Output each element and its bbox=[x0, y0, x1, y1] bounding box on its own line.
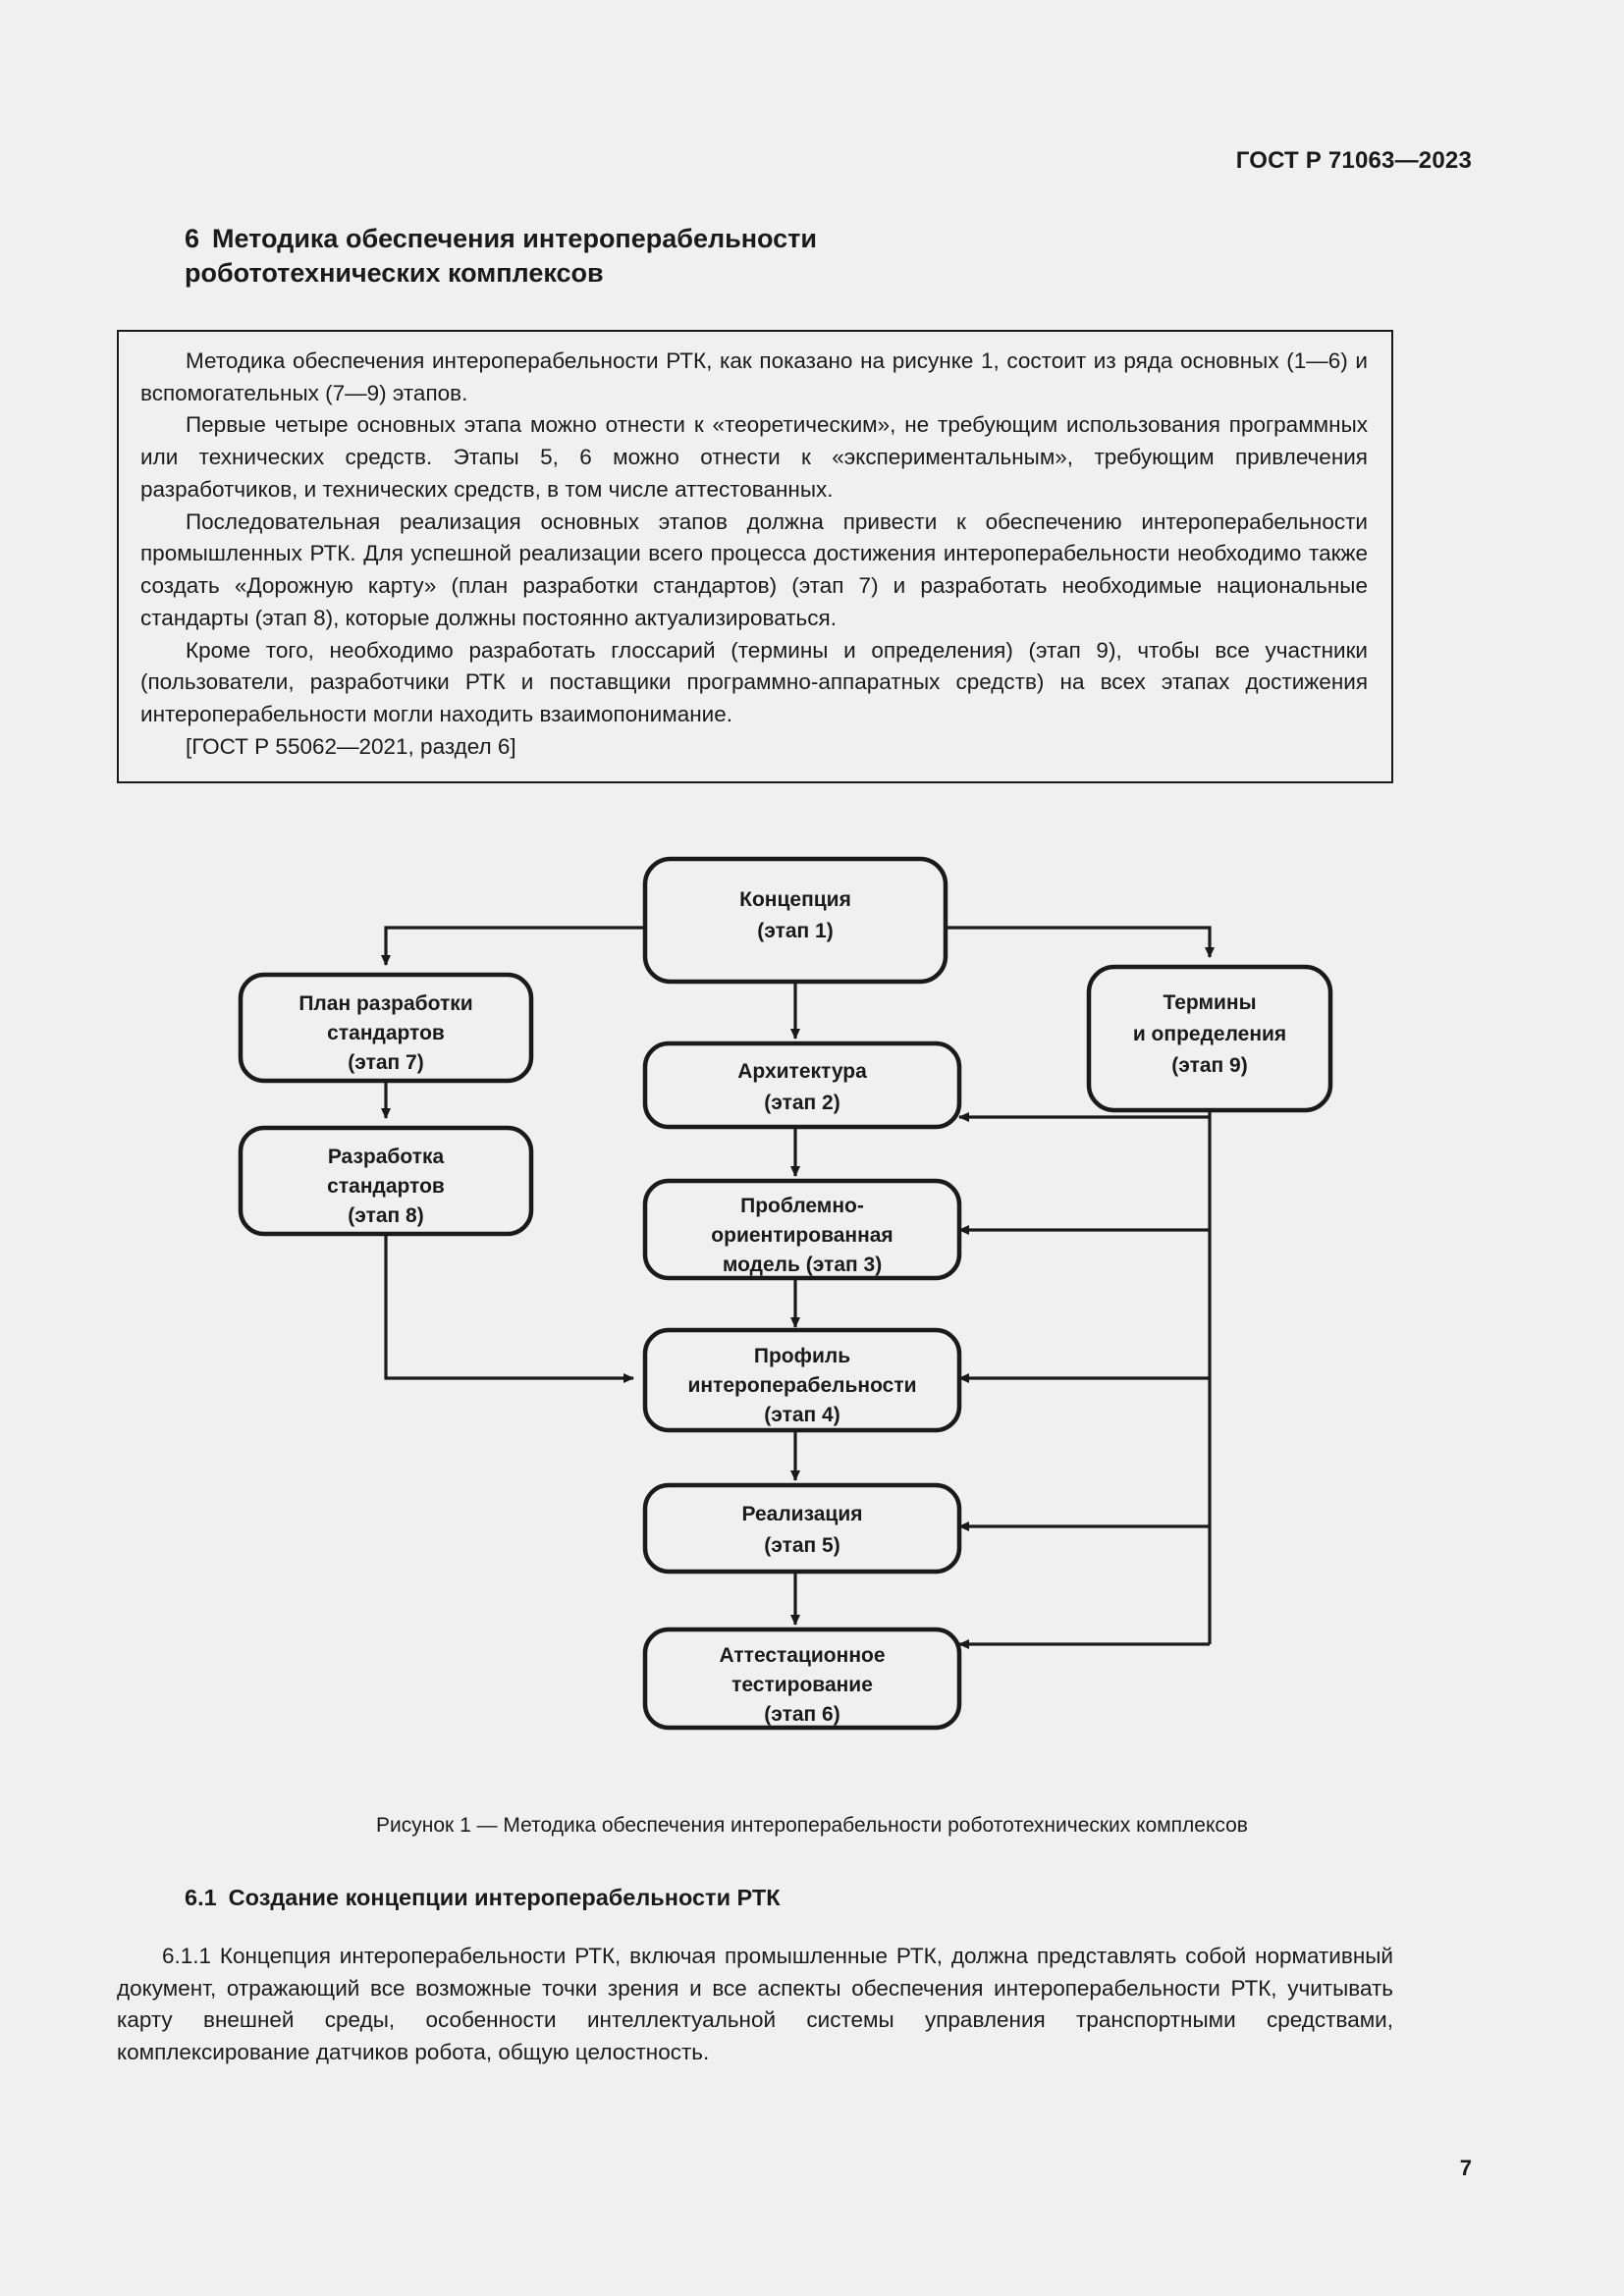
node-standards-line1: Разработка bbox=[328, 1146, 445, 1168]
node-problem-model-line1: Проблемно- bbox=[740, 1195, 864, 1217]
edge-concept-to-plan bbox=[381, 926, 645, 966]
node-terms: Термины и определения (этап 9) bbox=[1086, 964, 1333, 1113]
node-plan-line1: План разработки bbox=[298, 992, 472, 1015]
node-problem-model-line3: модель (этап 3) bbox=[723, 1254, 882, 1276]
node-attestation-line3: (этап 6) bbox=[764, 1703, 839, 1726]
node-architecture-line2: (этап 2) bbox=[764, 1092, 839, 1114]
node-standards-line2: стандартов bbox=[327, 1175, 445, 1198]
body-paragraph-6-1-1: 6.1.1 Концепция интероперабельности РТК,… bbox=[117, 1944, 1393, 2065]
node-profile-line3: (этап 4) bbox=[764, 1404, 839, 1426]
quote-paragraph-1: Методика обеспечения интероперабельности… bbox=[140, 348, 1368, 405]
node-problem-model: Проблемно- ориентированная модель (этап … bbox=[642, 1178, 962, 1281]
figure-1-flowchart: Концепция (этап 1) План разработки станд… bbox=[0, 839, 1624, 1782]
subsection-title: Создание концепции интероперабельности Р… bbox=[228, 1885, 781, 1910]
node-problem-model-line2: ориентированная bbox=[711, 1224, 893, 1247]
node-standards-line3: (этап 8) bbox=[348, 1204, 423, 1227]
node-realization-line1: Реализация bbox=[741, 1503, 862, 1525]
edge-standards-to-profile bbox=[384, 1234, 634, 1383]
node-attestation-line1: Аттестационное bbox=[719, 1644, 885, 1667]
node-architecture: Архитектура (этап 2) bbox=[642, 1041, 962, 1130]
figure-caption: Рисунок 1 — Методика обеспечения интероп… bbox=[376, 1814, 1248, 1837]
page-title: 6 Методика обеспечения интероперабельност… bbox=[185, 222, 1265, 291]
quote-paragraph-2: Первые четыре основных этапа можно отнес… bbox=[140, 412, 1368, 502]
node-concept-line2: (этап 1) bbox=[757, 920, 833, 942]
quoted-standard-block: Методика обеспечения интероперабельности… bbox=[117, 330, 1393, 783]
node-profile-line1: Профиль bbox=[754, 1345, 850, 1367]
node-terms-line2: и определения bbox=[1133, 1023, 1286, 1045]
node-attestation-line2: тестирование bbox=[731, 1674, 873, 1696]
section-number: 6 bbox=[185, 224, 200, 253]
node-realization: Реализация (этап 5) bbox=[642, 1482, 962, 1575]
node-standards: Разработка стандартов (этап 8) bbox=[238, 1125, 534, 1237]
quote-paragraph-4: Кроме того, необходимо разработать глосс… bbox=[140, 637, 1368, 727]
section-title-line1: Методика обеспечения интероперабельности bbox=[212, 224, 817, 253]
running-header-standard-ref: ГОСТ Р 71063—2023 bbox=[1235, 147, 1472, 174]
subsection-heading: 6.1 Создание концепции интероперабельност… bbox=[185, 1885, 781, 1911]
quote-source-reference: [ГОСТ Р 55062—2021, раздел 6] bbox=[186, 733, 516, 759]
node-plan-line3: (этап 7) bbox=[348, 1051, 423, 1074]
quote-paragraph-3: Последовательная реализация основных эта… bbox=[140, 508, 1368, 630]
node-terms-line3: (этап 9) bbox=[1171, 1054, 1247, 1077]
node-attestation: Аттестационное тестирование (этап 6) bbox=[642, 1627, 962, 1731]
node-concept: Концепция (этап 1) bbox=[642, 856, 948, 985]
edge-concept-to-terms bbox=[946, 926, 1215, 958]
node-profile-line2: интероперабельности bbox=[687, 1374, 916, 1397]
node-profile: Профиль интероперабельности (этап 4) bbox=[642, 1327, 962, 1433]
section-title-line2: робототехнических комплексов bbox=[185, 258, 604, 289]
subsection-number: 6.1 bbox=[185, 1885, 217, 1910]
node-plan-line2: стандартов bbox=[327, 1022, 445, 1044]
node-architecture-line1: Архитектура bbox=[737, 1060, 867, 1083]
page-number: 7 bbox=[1459, 2156, 1472, 2180]
node-realization-line2: (этап 5) bbox=[764, 1534, 839, 1557]
node-concept-line1: Концепция bbox=[739, 888, 851, 911]
node-plan: План разработки стандартов (этап 7) bbox=[238, 972, 534, 1084]
node-terms-line1: Термины bbox=[1163, 991, 1256, 1014]
